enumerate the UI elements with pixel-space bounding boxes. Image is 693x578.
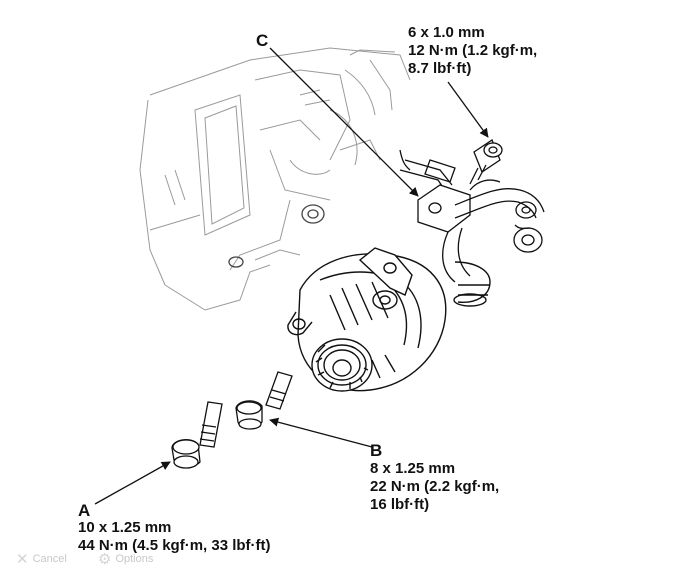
wiring-harness [399,149,545,283]
options-label: Options [115,553,154,565]
spec-top-torque-line1: 12 N·m (1.2 kgf·m, [408,42,538,59]
bolt-a [171,401,223,469]
spec-a-size: 10 x 1.25 mm [78,519,172,536]
spec-b: 8 x 1.25 mm 22 N·m (2.2 kgf·m, 16 lbf·ft… [370,460,499,514]
callout-b-letter: B [370,441,383,460]
gear-icon: ⚙ [98,551,112,568]
spec-b-torque-line2: 16 lbf·ft) [370,496,430,513]
alternator [287,247,491,392]
leader-lines [94,47,489,505]
callout-a-letter: A [78,501,91,520]
leader-b [269,417,373,448]
close-icon: ✕ [16,551,29,568]
spec-top-size: 6 x 1.0 mm [408,24,485,41]
bolt-b [235,371,293,430]
bottom-toolbar [0,512,200,578]
cancel-button[interactable]: ✕ Cancel [16,550,67,568]
leader-a [94,461,171,505]
callout-c-letter: C [256,31,269,50]
spec-top-bolt: 6 x 1.0 mm 12 N·m (1.2 kgf·m, 8.7 lbf·ft… [408,24,537,78]
spec-b-torque-line1: 22 N·m (2.2 kgf·m, [370,478,500,495]
spec-top-torque-line2: 8.7 lbf·ft) [408,60,472,77]
options-button[interactable]: ⚙ Options [98,550,153,568]
leader-top [447,81,489,138]
spec-a-torque: 44 N·m (4.5 kgf·m, 33 lbf·ft) [78,537,271,554]
bolt-6x1-0 [469,139,503,185]
block-mount-boss [228,204,325,268]
cancel-label: Cancel [32,553,67,565]
engine-block-outline [139,47,411,311]
spec-b-size: 8 x 1.25 mm [370,460,456,477]
spec-a: 10 x 1.25 mm 44 N·m (4.5 kgf·m, 33 lbf·f… [78,519,271,555]
leader-c [269,47,419,197]
